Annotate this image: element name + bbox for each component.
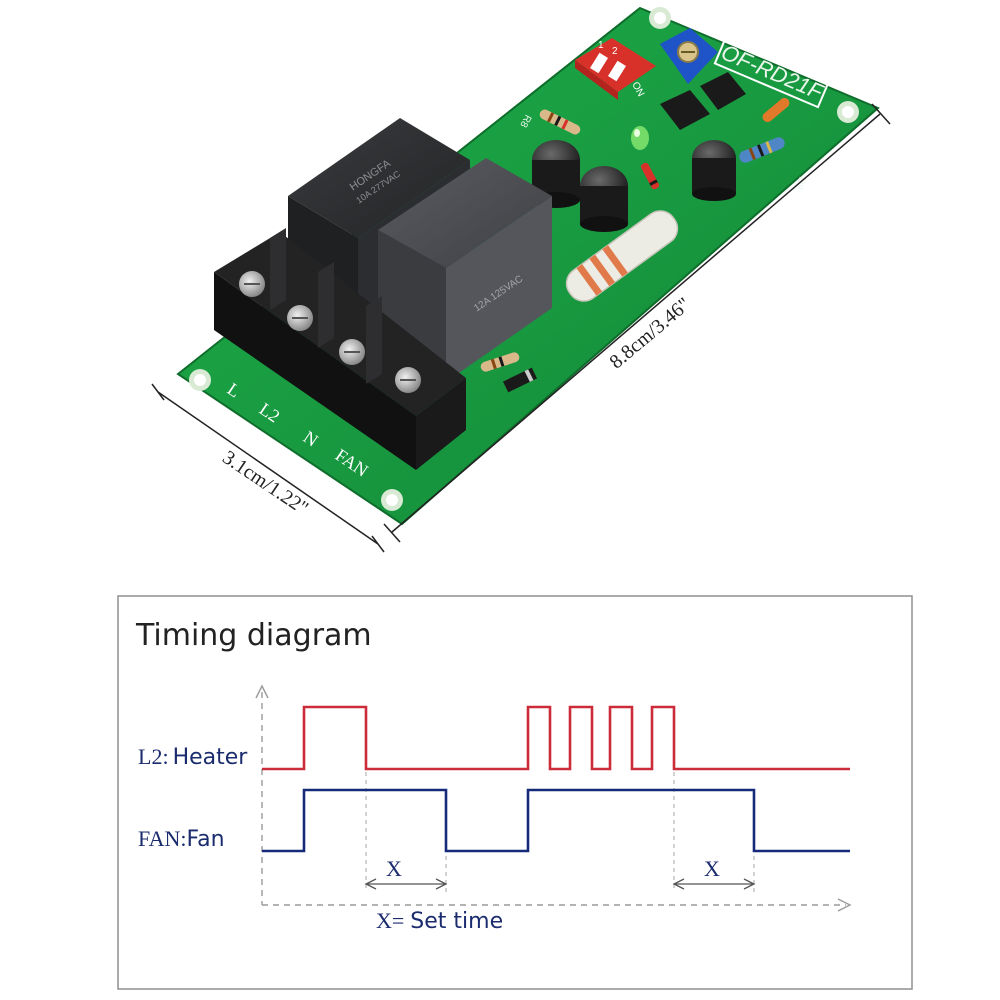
axis-arrowheads [255, 684, 852, 912]
fan-label-prefix: FAN: [138, 826, 187, 851]
interval-label-2: X [704, 856, 720, 881]
silk-r8: R8 [517, 113, 533, 130]
mounting-hole [837, 101, 859, 123]
timing-title: Timing diagram [135, 618, 372, 653]
heater-label-name: Heater [173, 745, 249, 770]
interval-marker [364, 878, 448, 890]
time-axis [261, 692, 846, 906]
diode [502, 367, 538, 393]
resistor [539, 109, 581, 135]
ic-chip [660, 72, 746, 130]
mounting-hole [649, 7, 671, 29]
fan-label: FAN:Fan [138, 826, 225, 852]
terminal-screw [239, 271, 265, 297]
mounting-hole [189, 369, 211, 391]
dip-pin1-label: 1 [598, 40, 604, 51]
dimension-width-label: 3.1cm/1.22" [219, 446, 313, 519]
timing-frame [117, 595, 913, 990]
terminal-screw [395, 367, 421, 393]
legend-set-time: X=Set time [376, 908, 503, 934]
relay-module-board: OF-RD21F ON 1 2 [151, 6, 891, 553]
led [631, 126, 649, 150]
terminal-screw [339, 339, 365, 365]
interval-label-1: X [386, 856, 402, 881]
legend-prefix: X= [376, 908, 404, 933]
dip-switch: ON 1 2 [575, 38, 656, 100]
resistor [739, 137, 785, 163]
interval-marker [672, 878, 756, 890]
fan-waveform [262, 788, 850, 853]
power-resistor [565, 210, 679, 302]
capacitor [580, 166, 628, 232]
heater-label-prefix: L2: [138, 744, 169, 769]
potentiometer [660, 28, 718, 84]
resistor [762, 97, 790, 123]
heater-label: L2:Heater [138, 744, 248, 770]
guide-lines [365, 772, 755, 892]
terminal-screw [287, 305, 313, 331]
mounting-hole [381, 489, 403, 511]
diode [640, 162, 660, 190]
capacitor [692, 140, 736, 201]
fan-label-name: Fan [187, 827, 225, 852]
legend-text: Set time [410, 909, 503, 934]
dip-pin2-label: 2 [612, 46, 618, 57]
resistor [480, 352, 520, 372]
heater-waveform [262, 705, 850, 771]
